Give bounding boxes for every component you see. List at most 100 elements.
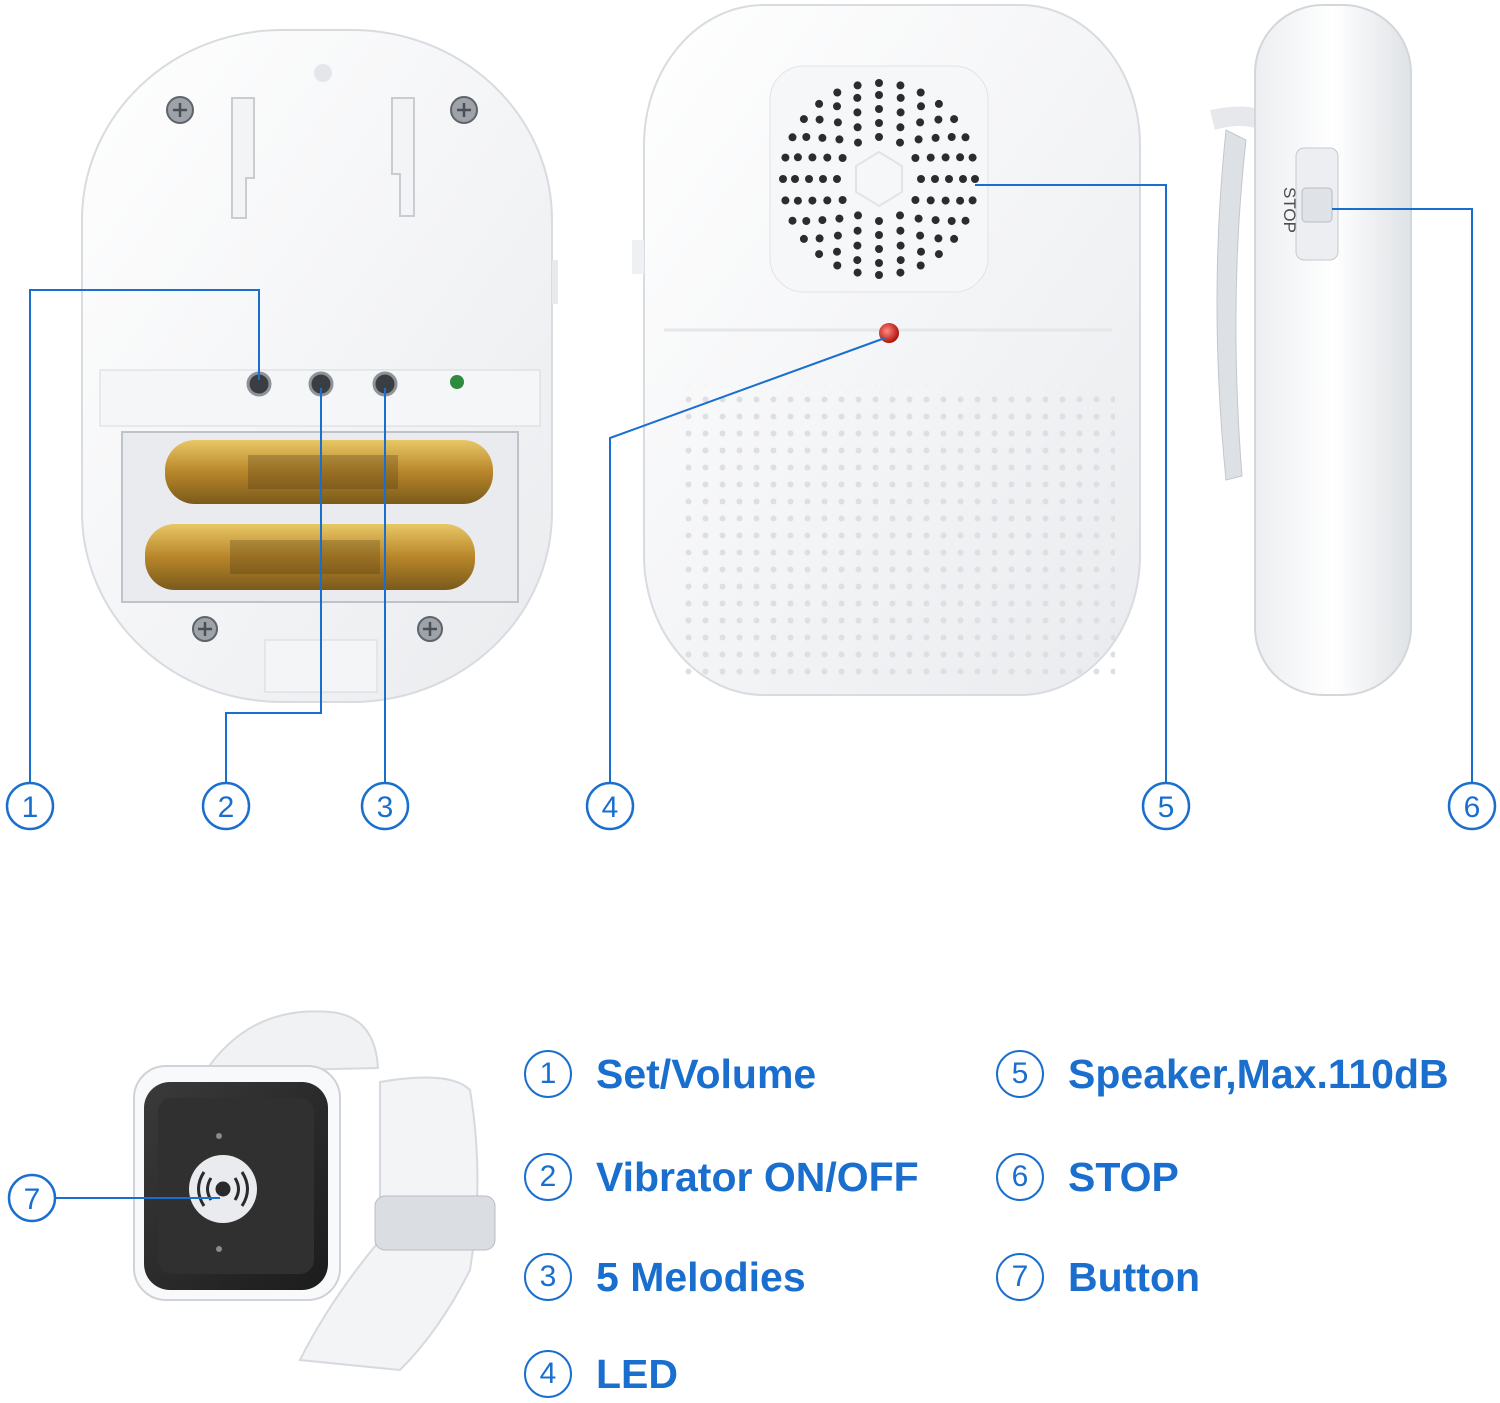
legend-item-vibrator: 2 Vibrator ON/OFF: [524, 1153, 919, 1201]
speaker-hole: [968, 196, 977, 205]
legend-item-button: 7 Button: [996, 1253, 1200, 1301]
speaker-hole: [802, 217, 811, 225]
legend-label: 5 Melodies: [596, 1253, 806, 1300]
svg-text:2: 2: [218, 791, 235, 824]
legend-item-melodies: 3 5 Melodies: [524, 1253, 806, 1301]
speaker-hole: [926, 153, 935, 162]
speaker-hole: [779, 175, 787, 183]
speaker-hole: [931, 133, 940, 142]
speaker-hole: [896, 123, 905, 132]
speaker-hole: [853, 268, 862, 277]
callout-7: 7: [7, 1173, 57, 1223]
watch-pager: [133, 1010, 496, 1372]
speaker-hole: [911, 154, 920, 162]
speaker-hole: [950, 234, 959, 243]
speaker-hole: [854, 211, 862, 220]
speaker-hole: [835, 135, 844, 144]
speaker-hole: [875, 91, 883, 99]
speaker-hole: [941, 153, 950, 162]
speaker-hole: [941, 196, 950, 205]
legend-number: 3: [524, 1253, 572, 1301]
speaker-hole: [875, 231, 883, 239]
speaker-hole: [853, 226, 862, 235]
speaker-hole: [959, 175, 967, 183]
speaker-hole: [833, 261, 842, 270]
callout-4: 4: [585, 781, 635, 831]
speaker-hole: [934, 115, 943, 124]
legend-label: Button: [1068, 1253, 1201, 1300]
svg-text:7: 7: [24, 1183, 41, 1216]
speaker-hole: [917, 102, 925, 111]
speaker-hole: [853, 108, 862, 117]
speaker-hole: [931, 175, 939, 183]
speaker-hole: [875, 105, 883, 113]
speaker-hole: [934, 250, 943, 259]
speaker-hole: [805, 175, 813, 183]
speaker-hole: [802, 133, 811, 141]
speaker-hole: [896, 211, 904, 220]
speaker-hole: [819, 175, 827, 183]
speaker-hole: [853, 241, 862, 250]
speaker-hole: [799, 234, 808, 243]
legend-item-set-volume: 1 Set/Volume: [524, 1050, 816, 1098]
speaker-hole: [911, 196, 920, 204]
speaker-hole: [875, 245, 883, 253]
callout-3: 3: [360, 781, 410, 831]
speaker-grille: [769, 65, 989, 293]
speaker-hole: [896, 226, 905, 235]
speaker-hole: [945, 175, 953, 183]
receiver-side: STOP: [1210, 4, 1412, 696]
callout-6: 6: [1447, 781, 1497, 831]
speaker-hole: [838, 196, 847, 204]
speaker-hole: [947, 133, 956, 141]
speaker-hole: [793, 153, 802, 162]
legend-label: Set/Volume: [596, 1050, 817, 1097]
speaker-hole: [914, 214, 923, 223]
speaker-hole: [808, 153, 817, 162]
speaker-hole: [916, 88, 925, 97]
speaker-hole: [853, 81, 862, 90]
speaker-hole: [875, 133, 883, 141]
speaker-hole: [875, 119, 883, 127]
speaker-hole: [875, 79, 883, 87]
speaker-hole: [815, 234, 824, 243]
speaker-hole: [833, 247, 841, 256]
speaker-hole: [896, 81, 905, 90]
speaker-hole: [916, 231, 925, 240]
leader-lines: [29, 184, 1473, 1199]
speaker-hole: [950, 115, 959, 124]
svg-text:5: 5: [1158, 791, 1175, 824]
speaker-hole: [833, 231, 842, 240]
speaker-hole: [853, 93, 862, 102]
speaker-hole: [853, 256, 862, 265]
legend-label: LED: [596, 1350, 678, 1397]
speaker-hole: [788, 133, 797, 142]
speaker-hole: [781, 153, 790, 162]
speaker-hole: [896, 108, 905, 117]
legend-label: Vibrator ON/OFF: [596, 1153, 919, 1200]
legend-label: STOP: [1068, 1153, 1179, 1200]
speaker-hole: [853, 123, 862, 132]
speaker-hole: [956, 196, 965, 205]
legend-item-speaker: 5 Speaker,Max.110dB: [996, 1050, 1449, 1098]
speaker-hole: [815, 250, 824, 259]
speaker-hole: [896, 268, 905, 277]
speaker-hole: [833, 175, 841, 183]
speaker-hole: [917, 247, 925, 256]
legend-item-led: 4 LED: [524, 1350, 678, 1398]
speaker-hole: [914, 135, 923, 144]
speaker-hole: [931, 216, 940, 225]
speaker-hole: [934, 234, 943, 243]
callout-5: 5: [1141, 781, 1191, 831]
receiver-front: [632, 4, 1141, 696]
speaker-hole: [815, 99, 824, 108]
speaker-hole: [926, 196, 935, 205]
speaker-hole: [823, 196, 832, 205]
legend-number: 7: [996, 1253, 1044, 1301]
speaker-hole: [968, 153, 977, 162]
speaker-hole: [833, 118, 842, 127]
legend-number: 4: [524, 1350, 572, 1398]
speaker-hole: [875, 217, 883, 225]
speaker-hole: [875, 259, 883, 267]
